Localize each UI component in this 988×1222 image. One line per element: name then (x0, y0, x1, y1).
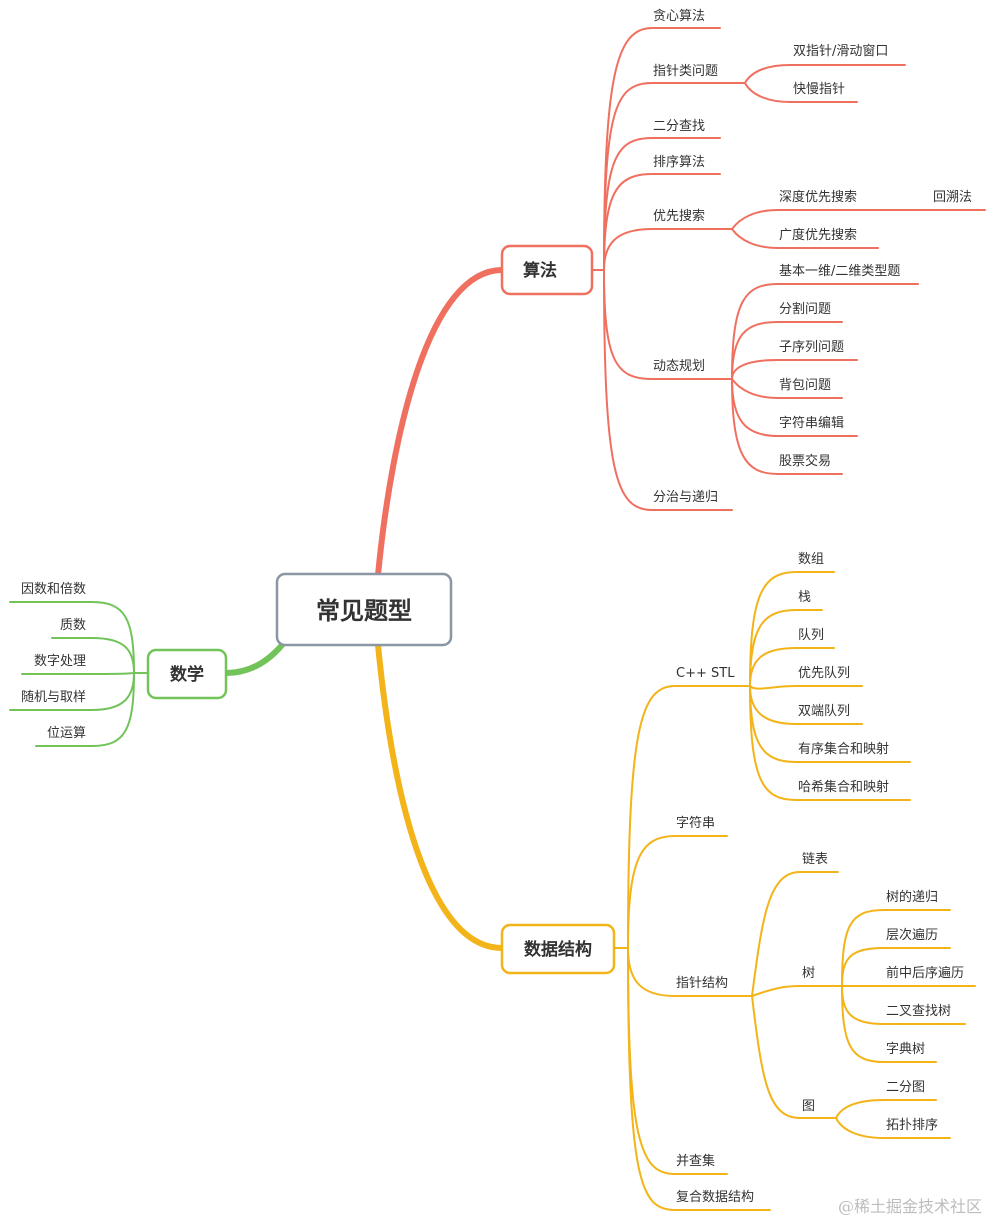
node-level-order[interactable]: 层次遍历 (886, 927, 938, 943)
node-deque[interactable]: 双端队列 (798, 704, 850, 719)
node-union-find[interactable]: 并查集 (676, 1153, 715, 1169)
connector-root-algo (375, 267, 505, 578)
node-array[interactable]: 数组 (798, 552, 824, 567)
node-bipartite[interactable]: 二分图 (886, 1080, 925, 1095)
node-sorting[interactable]: 排序算法 (653, 155, 705, 170)
math-label: 数学 (170, 664, 204, 685)
node-binary-search[interactable]: 二分查找 (653, 119, 705, 134)
node-stl[interactable]: C++ STL (676, 666, 735, 681)
node-greedy[interactable]: 贪心算法 (653, 9, 705, 24)
ds-branch (613, 571, 976, 1211)
node-dp-edit[interactable]: 字符串编辑 (779, 415, 844, 431)
node-factors[interactable]: 因数和倍数 (21, 582, 86, 597)
connector-root-ds (375, 642, 505, 951)
node-queue[interactable]: 队列 (798, 628, 824, 643)
node-prime[interactable]: 质数 (60, 618, 86, 633)
node-hash-set-map[interactable]: 哈希集合和映射 (798, 779, 889, 795)
watermark: @稀土掘金技术社区 (838, 1197, 982, 1216)
algo-node[interactable]: 算法 (500, 244, 594, 296)
node-two-pointer[interactable]: 双指针/滑动窗口 (793, 43, 888, 59)
node-topo-sort[interactable]: 拓扑排序 (886, 1118, 938, 1133)
node-composite[interactable]: 复合数据结构 (676, 1190, 754, 1205)
node-backtrack[interactable]: 回溯法 (933, 189, 972, 205)
connector-root-math (223, 642, 285, 676)
root-label: 常见题型 (316, 597, 412, 625)
ds-label: 数据结构 (524, 939, 592, 960)
node-tree-recursion[interactable]: 树的递归 (886, 889, 938, 905)
math-branch (9, 601, 149, 747)
node-dp-basic[interactable]: 基本一维/二维类型题 (779, 264, 900, 279)
node-bst[interactable]: 二叉查找树 (886, 1004, 951, 1019)
root-node[interactable]: 常见题型 (275, 572, 453, 647)
node-graph[interactable]: 图 (802, 1099, 815, 1114)
algo-branch (591, 27, 986, 511)
node-priority-queue[interactable]: 优先队列 (798, 666, 850, 681)
algo-labels: 贪心算法 指针类问题 双指针/滑动窗口 快慢指针 二分查找 排序算法 优先搜索 … (653, 9, 972, 505)
node-dp-knapsack[interactable]: 背包问题 (779, 378, 831, 393)
node-pointer-problems[interactable]: 指针类问题 (653, 64, 718, 79)
node-random-sampling[interactable]: 随机与取样 (21, 690, 86, 705)
node-linked-list[interactable]: 链表 (802, 852, 828, 867)
math-node[interactable]: 数学 (146, 648, 228, 700)
node-fast-slow[interactable]: 快慢指针 (793, 81, 845, 97)
ds-labels: C++ STL 数组 栈 队列 优先队列 双端队列 有序集合和映射 哈希集合和映… (676, 552, 964, 1205)
node-dfs[interactable]: 深度优先搜索 (779, 189, 857, 205)
algo-label: 算法 (522, 260, 557, 281)
node-bfs[interactable]: 广度优先搜索 (779, 227, 857, 243)
node-dp-split[interactable]: 分割问题 (779, 301, 831, 317)
node-tree-traversal[interactable]: 前中后序遍历 (886, 965, 964, 981)
node-digit-processing[interactable]: 数字处理 (34, 654, 86, 669)
node-search[interactable]: 优先搜索 (653, 209, 705, 224)
ds-node[interactable]: 数据结构 (500, 923, 616, 975)
node-stack[interactable]: 栈 (798, 590, 811, 605)
node-trie[interactable]: 字典树 (886, 1042, 925, 1057)
node-ordered-set-map[interactable]: 有序集合和映射 (798, 741, 889, 757)
node-string[interactable]: 字符串 (676, 815, 715, 831)
node-bit-ops[interactable]: 位运算 (47, 726, 86, 741)
node-divide[interactable]: 分治与递归 (653, 490, 718, 505)
node-dp[interactable]: 动态规划 (653, 359, 705, 374)
node-dp-stock[interactable]: 股票交易 (779, 453, 831, 469)
node-pointer-structures[interactable]: 指针结构 (676, 976, 728, 991)
node-tree[interactable]: 树 (802, 966, 815, 981)
math-labels: 因数和倍数 质数 数字处理 随机与取样 位运算 (21, 582, 86, 741)
node-dp-subseq[interactable]: 子序列问题 (779, 340, 844, 355)
